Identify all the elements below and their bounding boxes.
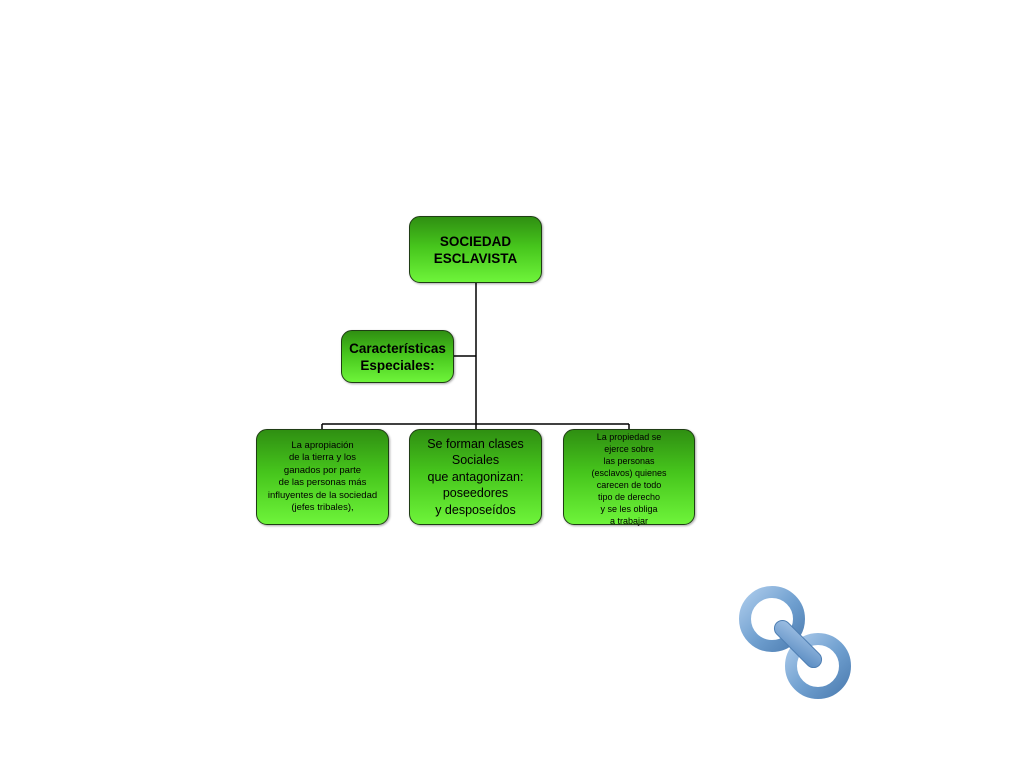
root-node-sociedad-esclavista: SOCIEDAD ESCLAVISTA <box>409 216 542 283</box>
child-node-clases-sociales: Se forman clases Sociales que antagoniza… <box>409 429 542 525</box>
child-node-propiedad-personas: La propiedad se ejerce sobre las persona… <box>563 429 695 526</box>
root-node-label: SOCIEDAD ESCLAVISTA <box>433 233 518 266</box>
child-node-label-middle: Se forman clases Sociales que antagoniza… <box>427 436 524 517</box>
side-node-label: Características Especiales: <box>349 340 446 373</box>
node-caracteristicas-especiales: Características Especiales: <box>341 330 454 383</box>
child-node-label-right: La propiedad se ejerce sobre las persona… <box>591 432 667 526</box>
chain-link-icon[interactable] <box>734 582 858 706</box>
child-node-label-left: La apropiación de la tierra y los ganado… <box>267 439 378 514</box>
child-node-apropiacion: La apropiación de la tierra y los ganado… <box>256 429 389 525</box>
